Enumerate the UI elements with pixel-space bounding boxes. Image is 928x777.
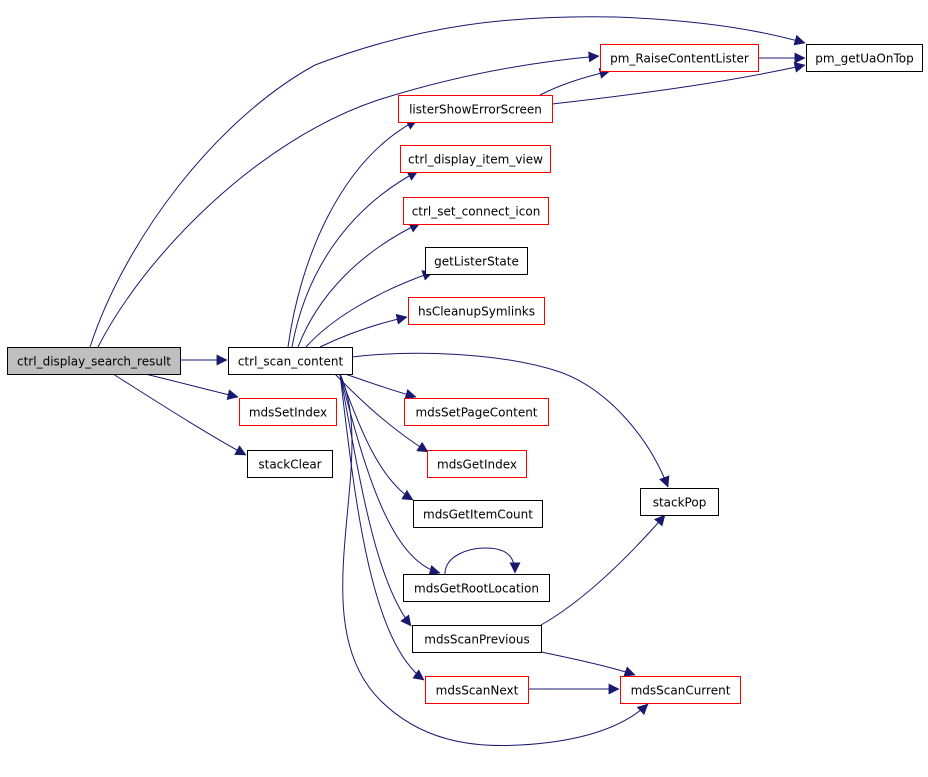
node-label-listerShowErrorScreen: listerShowErrorScreen	[409, 103, 542, 117]
node-label-pm_getUaOnTop: pm_getUaOnTop	[815, 52, 913, 66]
node-ctrl_set_connect_icon[interactable]: ctrl_set_connect_icon	[403, 197, 549, 225]
edge-mdsGetRootLocation-to-mdsGetRootLocation	[444, 547, 521, 575]
node-label-pm_RaiseContentLister: pm_RaiseContentLister	[610, 52, 749, 66]
node-listerShowErrorScreen[interactable]: listerShowErrorScreen	[398, 95, 553, 123]
node-box-ctrl_display_search_result	[7, 347, 181, 375]
node-mdsScanPrevious: mdsScanPrevious	[412, 625, 542, 653]
edge-mdsScanPrevious-to-mdsScanCurrent	[540, 651, 636, 677]
node-box-mdsGetRootLocation	[403, 574, 550, 602]
edge-mdsScanPrevious-to-stackPop	[540, 514, 666, 626]
edge-ctrl_scan_content-to-listerShowErrorScreen	[287, 119, 418, 348]
edge-ctrl_display_search_result-to-mdsSetIndex	[144, 373, 239, 400]
edge-ctrl_scan_content-to-ctrl_set_connect_icon	[297, 222, 421, 348]
node-stackPop: stackPop	[640, 488, 719, 516]
node-ctrl_scan_content: ctrl_scan_content	[228, 347, 353, 375]
edges-layer	[89, 16, 806, 747]
node-mdsSetIndex[interactable]: mdsSetIndex	[239, 398, 337, 426]
node-mdsScanNext[interactable]: mdsScanNext	[425, 676, 529, 704]
node-label-hsCleanupSymlinks: hsCleanupSymlinks	[418, 305, 535, 319]
edge-ctrl_scan_content-to-hsCleanupSymlinks	[319, 313, 408, 348]
node-label-mdsGetIndex: mdsGetIndex	[437, 458, 517, 472]
node-ctrl_display_item_view[interactable]: ctrl_display_item_view	[400, 145, 551, 173]
node-box-pm_getUaOnTop	[806, 44, 923, 72]
node-box-mdsGetIndex	[427, 450, 527, 478]
node-mdsScanCurrent[interactable]: mdsScanCurrent	[620, 676, 741, 704]
edge-ctrl_scan_content-to-mdsSetPageContent	[344, 373, 417, 400]
node-label-mdsGetItemCount: mdsGetItemCount	[423, 508, 533, 522]
node-box-stackPop	[640, 488, 719, 516]
node-label-stackPop: stackPop	[653, 496, 707, 510]
node-label-mdsScanPrevious: mdsScanPrevious	[424, 633, 529, 647]
node-label-mdsSetPageContent: mdsSetPageContent	[415, 406, 537, 420]
node-label-mdsScanNext: mdsScanNext	[436, 684, 519, 698]
edge-ctrl_scan_content-to-mdsScanPrevious	[339, 373, 412, 627]
node-mdsSetPageContent[interactable]: mdsSetPageContent	[404, 398, 549, 426]
node-label-mdsScanCurrent: mdsScanCurrent	[631, 684, 731, 698]
node-mdsGetItemCount: mdsGetItemCount	[413, 500, 543, 528]
node-label-ctrl_display_item_view: ctrl_display_item_view	[408, 153, 543, 167]
node-label-ctrl_scan_content: ctrl_scan_content	[238, 355, 344, 369]
node-pm_getUaOnTop: pm_getUaOnTop	[806, 44, 923, 72]
edge-ctrl_scan_content-to-getListerState	[305, 270, 434, 348]
edge-ctrl_scan_content-to-mdsScanNext	[339, 373, 425, 681]
edge-ctrl_scan_content-to-stackPop	[351, 352, 670, 488]
node-box-listerShowErrorScreen	[398, 95, 553, 123]
node-getListerState: getListerState	[425, 247, 528, 275]
edge-listerShowErrorScreen-to-pm_RaiseContentLister	[539, 68, 611, 96]
edge-ctrl_scan_content-to-ctrl_display_item_view	[291, 170, 419, 348]
node-mdsGetRootLocation: mdsGetRootLocation	[403, 574, 550, 602]
edge-ctrl_scan_content-to-mdsScanCurrent	[339, 373, 649, 747]
node-label-ctrl_display_search_result: ctrl_display_search_result	[17, 355, 171, 369]
node-box-mdsScanCurrent	[620, 676, 741, 704]
nodes-layer: ctrl_display_search_result ctrl_scan_cont…	[7, 44, 923, 704]
node-hsCleanupSymlinks[interactable]: hsCleanupSymlinks	[408, 297, 545, 325]
node-pm_RaiseContentLister[interactable]: pm_RaiseContentLister	[600, 44, 759, 72]
node-label-mdsGetRootLocation: mdsGetRootLocation	[414, 582, 539, 596]
edge-ctrl_display_search_result-to-pm_getUaOnTop	[89, 16, 806, 348]
node-box-pm_RaiseContentLister	[600, 44, 759, 72]
node-ctrl_display_search_result[interactable]: ctrl_display_search_result	[7, 347, 181, 375]
node-stackClear: stackClear	[247, 450, 333, 478]
edge-listerShowErrorScreen-to-pm_getUaOnTop	[551, 61, 806, 105]
node-label-ctrl_set_connect_icon: ctrl_set_connect_icon	[412, 205, 541, 219]
node-label-stackClear: stackClear	[258, 458, 321, 472]
node-box-ctrl_set_connect_icon	[403, 197, 549, 225]
node-box-ctrl_display_item_view	[400, 145, 551, 173]
node-box-getListerState	[425, 247, 528, 275]
edge-ctrl_display_search_result-to-pm_RaiseContentLister	[97, 51, 600, 348]
node-box-mdsScanNext	[425, 676, 529, 704]
node-box-mdsScanPrevious	[412, 625, 542, 653]
node-box-stackClear	[247, 450, 333, 478]
node-box-mdsSetPageContent	[404, 398, 549, 426]
node-box-hsCleanupSymlinks	[408, 297, 545, 325]
node-box-ctrl_scan_content	[228, 347, 353, 375]
node-label-mdsSetIndex: mdsSetIndex	[249, 406, 327, 420]
node-box-mdsGetItemCount	[413, 500, 543, 528]
node-label-getListerState: getListerState	[434, 255, 519, 269]
edge-ctrl_display_search_result-to-stackClear	[112, 373, 247, 456]
node-mdsGetIndex[interactable]: mdsGetIndex	[427, 450, 527, 478]
node-box-mdsSetIndex	[239, 398, 337, 426]
